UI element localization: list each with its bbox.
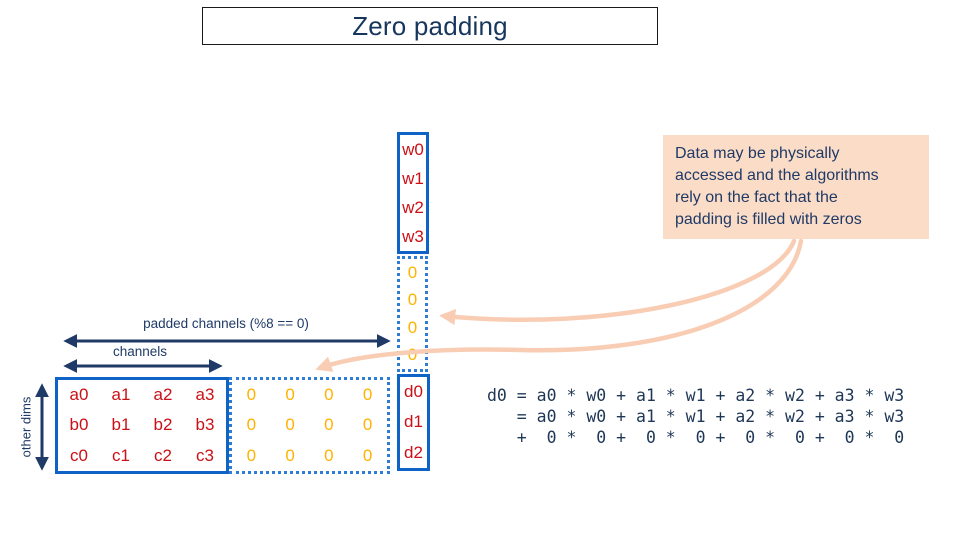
padding-zero-cell: 0 <box>324 385 334 405</box>
matrix-cell: b0 <box>69 415 89 435</box>
matrix-cell: a1 <box>111 385 131 405</box>
padding-zero-cell: 0 <box>362 385 373 405</box>
output-column: d0 d1 d2 <box>397 374 430 471</box>
padding-zero-cell: 0 <box>407 262 418 282</box>
padding-zero-cell: 0 <box>246 445 257 465</box>
matrix-cell: a0 <box>69 385 89 405</box>
output-cell: d1 <box>404 412 423 432</box>
padding-zero-cell: 0 <box>407 290 418 310</box>
callout-arrow-to-matrix-padding <box>315 238 804 372</box>
padding-zero-cell: 0 <box>285 445 295 465</box>
callout-line: padding is filled with zeros <box>675 211 862 228</box>
output-cell: d0 <box>404 382 423 402</box>
equation-line: + 0 * 0 + 0 * 0 + 0 * 0 + 0 * 0 <box>487 428 905 447</box>
callout-line: Data may be physically <box>675 145 840 162</box>
callout-line: accessed and the algorithms <box>675 167 879 184</box>
callout-box: Data may be physically accessed and the … <box>663 135 929 239</box>
matrix-cell: c1 <box>112 445 130 465</box>
matrix-cell: c3 <box>196 445 214 465</box>
weights-cell: w0 <box>402 139 424 159</box>
channels-label: channels <box>112 344 168 359</box>
padding-zero-cell: 0 <box>362 445 373 465</box>
weights-column: w0 w1 w2 w3 <box>397 132 429 254</box>
padding-zero-cell: 0 <box>362 415 373 435</box>
matrix-cell: c2 <box>154 445 172 465</box>
padding-zero-cell: 0 <box>246 385 257 405</box>
padding-zero-cell: 0 <box>407 345 418 365</box>
other-dims-label: other dims <box>18 396 34 458</box>
equation-block: d0 = a0 * w0 + a1 * w1 + a2 * w2 + a3 * … <box>487 385 904 448</box>
padding-zero-cell: 0 <box>246 415 257 435</box>
padding-zero-cell: 0 <box>407 317 418 337</box>
title-box: Zero padding <box>202 7 658 45</box>
padding-zero-cell: 0 <box>324 415 334 435</box>
padding-zero-cell: 0 <box>285 415 295 435</box>
weights-cell: w1 <box>402 168 424 188</box>
matrix-cell: b2 <box>153 415 173 435</box>
matrix-cell: b3 <box>195 415 215 435</box>
equation-line: d0 = a0 * w0 + a1 * w1 + a2 * w2 + a3 * … <box>487 386 905 405</box>
matrix-cell: b1 <box>111 415 131 435</box>
weights-cell: w2 <box>402 197 424 217</box>
matrix-cell: c0 <box>70 445 88 465</box>
padding-zero-cell: 0 <box>285 385 295 405</box>
equation-line: = a0 * w0 + a1 * w1 + a2 * w2 + a3 * w3 <box>487 407 905 426</box>
padded-channels-label: padded channels (%8 == 0) <box>143 316 309 331</box>
data-matrix: a0 a1 a2 a3 b0 b1 b2 b3 c0 c1 c2 c3 <box>55 377 229 474</box>
matrix-cell: a3 <box>195 385 215 405</box>
callout-line: rely on the fact that the <box>675 189 838 206</box>
matrix-cell: a2 <box>153 385 173 405</box>
weights-padding-column: 0 0 0 0 <box>397 256 428 372</box>
padding-zero-cell: 0 <box>324 445 334 465</box>
matrix-padding: 0 0 0 0 0 0 0 0 0 0 0 0 <box>229 377 390 474</box>
page-title: Zero padding <box>352 10 508 41</box>
weights-cell: w3 <box>402 226 424 246</box>
output-cell: d2 <box>404 442 423 462</box>
callout-arrow-to-weights-padding <box>439 238 797 326</box>
